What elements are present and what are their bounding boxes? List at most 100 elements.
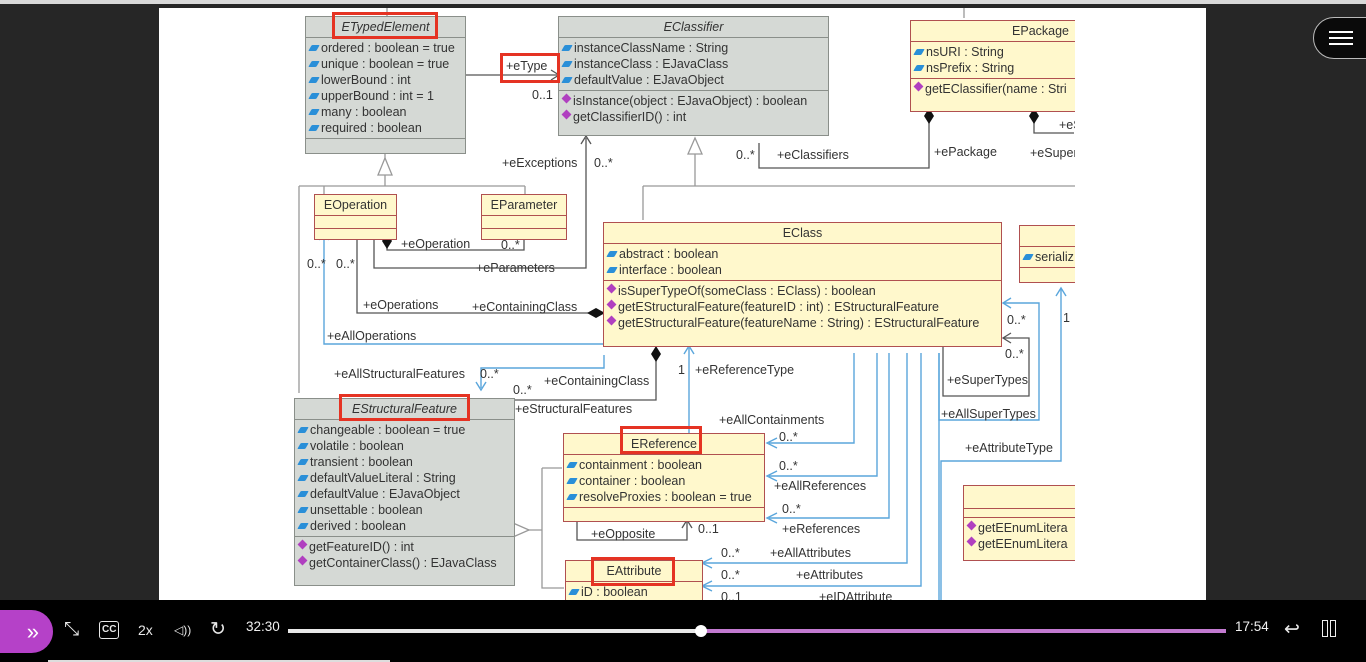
mult-eallreferences: 0..* (779, 459, 798, 473)
esupertypes-line (942, 337, 1030, 397)
class-attribute: transient : boolean (297, 454, 510, 470)
label-eattributetype: +eAttributeType (965, 441, 1053, 455)
mult-eallattributes: 0..* (721, 546, 740, 560)
eattributetype-line (940, 288, 1062, 601)
operation-section: isInstance(object : EJavaObject) : boole… (559, 91, 828, 127)
label-esuper: +eSuper (1030, 146, 1078, 160)
class-attribute: lowerBound : int (308, 72, 461, 88)
label-econtainingclass-sf: +eContainingClass (544, 374, 650, 388)
attribute-icon (308, 109, 320, 115)
attribute-icon (297, 507, 309, 513)
mult-ereferencetype: 1 (678, 363, 685, 377)
member-text: getFeatureID() : int (309, 540, 414, 554)
diamond-esuper (1029, 108, 1039, 124)
operation-icon (913, 81, 924, 91)
eallreferences-line (769, 353, 878, 477)
member-text: serializ (1035, 250, 1074, 264)
mult-eparameters: 0..* (501, 238, 520, 252)
member-text: interface : boolean (619, 263, 722, 277)
menu-button[interactable] (1313, 17, 1366, 59)
attribute-icon (913, 65, 925, 71)
label-esupertypes: +eSuperTypes (947, 373, 1028, 387)
progress-thumb[interactable] (694, 625, 707, 637)
member-text: nsURI : String (926, 45, 1004, 59)
progress-slider[interactable] (288, 625, 1226, 637)
member-text: getClassifierID() : int (573, 110, 687, 124)
member-text: unsettable : boolean (310, 503, 423, 517)
diamond-epackage (924, 108, 934, 124)
mult-eclassifiers: 0..* (736, 148, 755, 162)
attribute-section: iD : boolean (566, 582, 702, 601)
class-name: EClassifier (559, 17, 828, 38)
member-text: isSuperTypeOf(someClass : EClass) : bool… (618, 284, 876, 298)
member-text: defaultValue : EJavaObject (574, 73, 724, 87)
member-text: transient : boolean (310, 455, 413, 469)
attribute-icon (561, 45, 573, 51)
class-attribute: defaultValueLiteral : String (297, 470, 510, 486)
attribute-icon (606, 267, 618, 273)
member-text: unique : boolean = true (321, 57, 450, 71)
expand-arrows-icon: ⤡ (64, 619, 80, 640)
operation-section (564, 508, 764, 518)
replay-button[interactable]: ↻ (210, 618, 226, 642)
member-text: lowerBound : int (321, 73, 411, 87)
diamond-econtaining (587, 308, 605, 318)
member-text: container : boolean (579, 474, 686, 488)
return-button[interactable]: ↩ (1284, 618, 1300, 642)
redo-arrow-icon: ↻ (210, 619, 226, 640)
class-attribute: instanceClass : EJavaClass (561, 56, 824, 72)
attribute-icon (308, 45, 320, 51)
fullscreen-button[interactable]: ⤡ (64, 618, 79, 642)
mult-eallsupertypes: 0..* (1007, 313, 1026, 327)
class-attribute: changeable : boolean = true (297, 422, 510, 438)
class-attribute: unique : boolean = true (308, 56, 461, 72)
mult-eattributes: 0..* (721, 568, 740, 582)
eclassifiers-line (758, 118, 930, 169)
member-text: volatile : boolean (310, 439, 404, 453)
class-estructuralfeature: EStructuralFeature changeable : boolean … (294, 398, 515, 586)
label-epackage: +ePackage (934, 145, 997, 159)
cc-icon: CC (102, 624, 117, 635)
member-text: required : boolean (321, 121, 422, 135)
member-text: instanceClassName : String (574, 41, 729, 55)
class-eparameter: EParameter (481, 194, 567, 240)
mult-ereferences: 0..* (782, 502, 801, 516)
class-attribute: many : boolean (308, 104, 461, 120)
label-etype: +eType (506, 59, 548, 73)
operation-icon (561, 93, 572, 103)
volume-button[interactable]: ◁)) (174, 618, 191, 642)
member-text: nsPrefix : String (926, 61, 1015, 75)
pause-button[interactable] (1322, 620, 1336, 644)
member-text: defaultValueLiteral : String (310, 471, 456, 485)
attribute-icon (568, 589, 580, 595)
label-ereferences: +eReferences (782, 522, 861, 536)
hamburger-line (1329, 43, 1353, 45)
attribute-icon (308, 93, 320, 99)
member-text: resolveProxies : boolean = true (579, 490, 752, 504)
operation-section: isSuperTypeOf(someClass : EClass) : bool… (604, 281, 1001, 333)
operation-section (306, 139, 465, 149)
mult-eexceptions: 0..* (594, 156, 613, 170)
double-chevron-right-icon: » (26, 619, 39, 644)
operation-icon (297, 539, 308, 549)
label-estructuralfeatures: +eStructuralFeatures (515, 402, 633, 416)
highlight-etypedelement (332, 12, 438, 39)
attribute-icon (297, 491, 309, 497)
attribute-icon (297, 443, 309, 449)
next-button[interactable]: » (0, 610, 53, 653)
operation-icon (606, 283, 617, 293)
eallsupertypes-line (938, 302, 1040, 421)
class-name: EPackage (911, 21, 1109, 42)
speed-button[interactable]: 2x (138, 622, 153, 638)
captions-button[interactable]: CC (99, 621, 120, 639)
attribute-section (482, 216, 566, 229)
attribute-icon (308, 61, 320, 67)
class-name (964, 486, 1112, 509)
member-text: defaultValue : EJavaObject (310, 487, 460, 501)
class-operation: getEEnumLitera (966, 536, 1108, 552)
